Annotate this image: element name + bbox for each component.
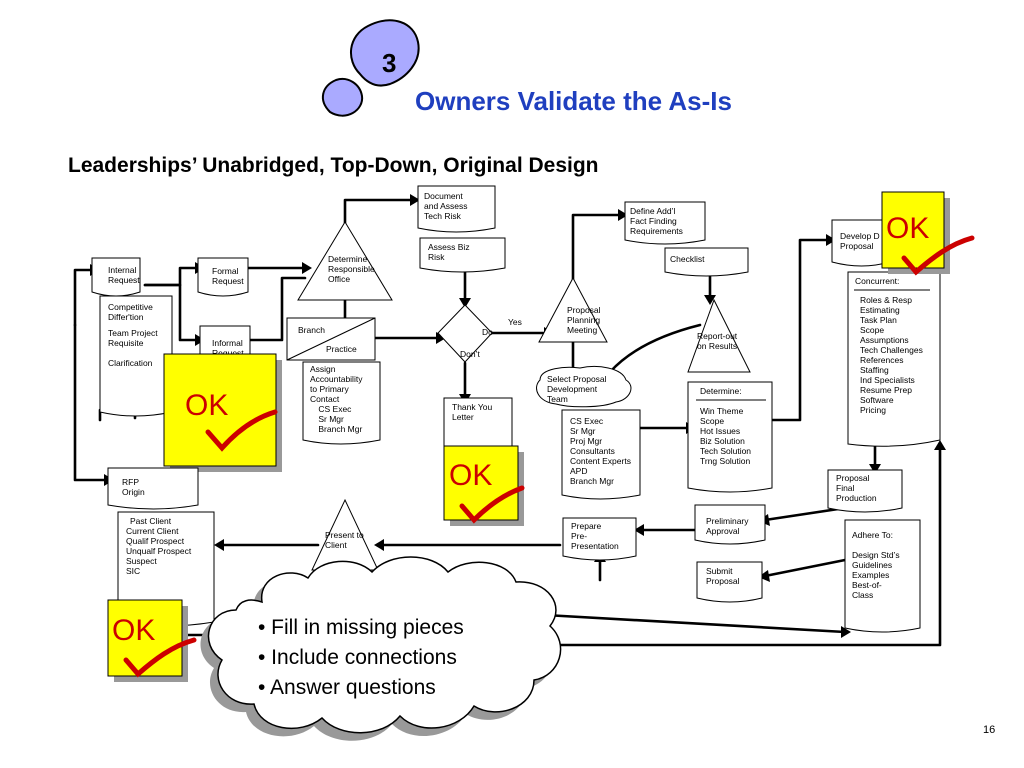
svg-text:Adhere To:: Adhere To: bbox=[852, 530, 893, 540]
page-subtitle: Leaderships’ Unabridged, Top-Down, Origi… bbox=[68, 154, 599, 177]
callout-bullet: • Answer questions bbox=[258, 676, 436, 699]
checklist-doc: Checklist bbox=[664, 247, 749, 277]
svg-text:Practice: Practice bbox=[326, 344, 357, 354]
ok-label: OK bbox=[112, 614, 155, 647]
callout-bullet: • Include connections bbox=[258, 646, 457, 669]
ok-label: OK bbox=[449, 459, 492, 492]
ok-label: OK bbox=[185, 389, 228, 422]
connectors bbox=[73, 198, 942, 647]
step-number: 3 bbox=[382, 48, 396, 78]
svg-text:Concurrent:: Concurrent: bbox=[855, 276, 899, 286]
page-title: Owners Validate the As-Is bbox=[415, 86, 732, 116]
branch-practice-box: Branch Practice bbox=[286, 317, 376, 361]
callout-bullet: • Fill in missing pieces bbox=[258, 616, 464, 639]
svg-text:Checklist: Checklist bbox=[670, 254, 705, 264]
ok-badge-middle: OK bbox=[443, 445, 525, 526]
callout-cloud: • Fill in missing pieces • Include conne… bbox=[200, 556, 562, 741]
svg-text:Don’t: Don’t bbox=[460, 349, 480, 359]
page-number: 16 bbox=[983, 724, 995, 736]
ok-label: OK bbox=[886, 212, 929, 245]
ok-badge-left: OK bbox=[163, 353, 282, 472]
footprint-icon bbox=[321, 19, 420, 117]
ok-badge-bottom-left: OK bbox=[107, 599, 197, 682]
svg-text:Determine:: Determine: bbox=[700, 386, 742, 396]
ok-badge-top-right: OK bbox=[881, 191, 975, 276]
svg-text:Branch: Branch bbox=[298, 325, 325, 335]
svg-text:Do: Do bbox=[482, 327, 493, 337]
yes-label: Yes bbox=[508, 317, 522, 327]
do-dont-decision: Do Don’t Yes bbox=[437, 304, 522, 363]
